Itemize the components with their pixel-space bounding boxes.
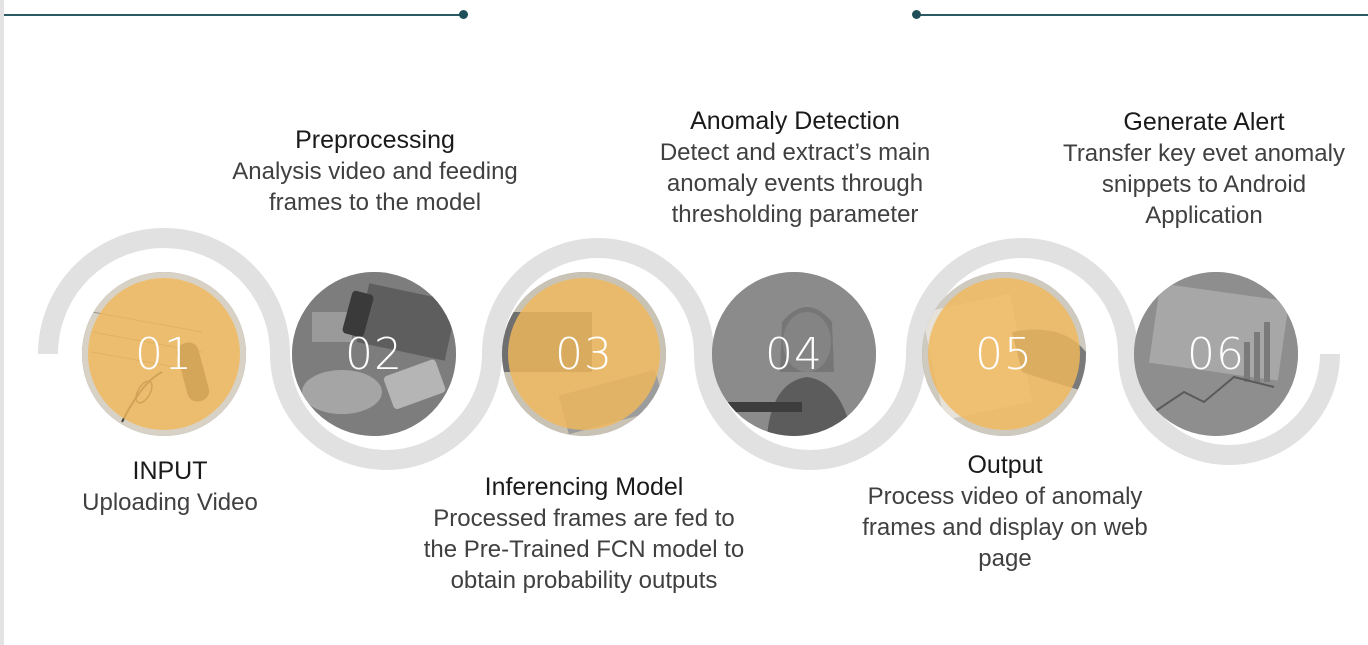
rule-dot-left (459, 10, 468, 19)
step-number: 06 (1187, 328, 1245, 380)
step-circle-05: 05 (922, 272, 1086, 436)
step-circle-03: 03 (502, 272, 666, 436)
step-number: 05 (975, 328, 1033, 380)
step-title: Generate Alert (1123, 108, 1285, 136)
step-circle-06: 06 (1134, 272, 1298, 436)
step-description: Transfer key evet anomaly snippets to An… (1063, 140, 1345, 229)
step-label-06: Generate Alert Transfer key evet anomaly… (1058, 107, 1350, 231)
step-title: Output (967, 451, 1043, 479)
top-rule-right (916, 14, 1368, 16)
top-rule-left (4, 14, 464, 16)
left-edge (0, 0, 4, 645)
step-circle-02: 02 (292, 272, 456, 436)
step-title: INPUT (132, 457, 208, 485)
step-title: Inferencing Model (484, 473, 684, 501)
step-label-02: Preprocessing Analysis video and feeding… (225, 125, 525, 218)
step-label-04: Anomaly Detection Detect and extract’s m… (650, 106, 940, 230)
step-number: 01 (135, 328, 193, 380)
step-description: Uploading Video (82, 489, 258, 516)
step-description: Processed frames are fed to the Pre-Trai… (423, 505, 745, 594)
step-number: 02 (345, 328, 403, 380)
step-description: Analysis video and feeding frames to the… (232, 158, 518, 216)
step-label-05: Output Process video of anomaly frames a… (855, 450, 1155, 574)
rule-dot-right (912, 10, 921, 19)
step-description: Process video of anomaly frames and disp… (862, 483, 1148, 572)
step-description: Detect and extract’s main anomaly events… (659, 139, 931, 228)
step-number: 03 (555, 328, 613, 380)
step-title: Anomaly Detection (690, 107, 900, 135)
step-title: Preprocessing (295, 126, 455, 154)
step-label-03: Inferencing Model Processed frames are f… (418, 472, 750, 596)
step-circle-04: 04 (712, 272, 876, 436)
step-label-01: INPUT Uploading Video (30, 456, 310, 518)
step-number: 04 (765, 328, 823, 380)
step-circle-01: 01 (82, 272, 246, 436)
